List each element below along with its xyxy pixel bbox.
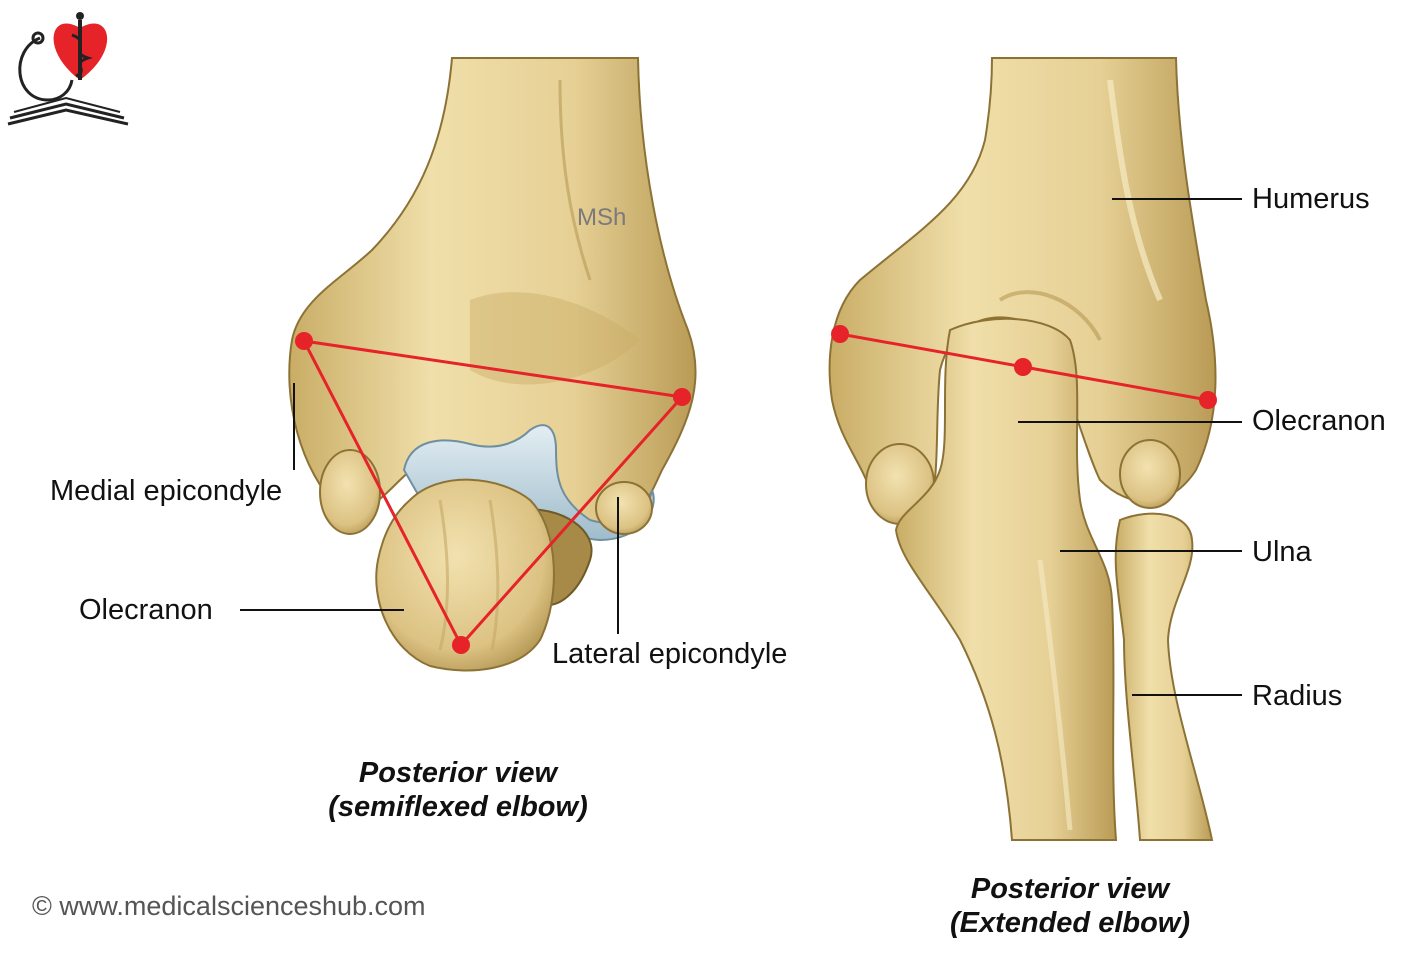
heart-caduceus-stethoscope-book-logo <box>7 12 129 126</box>
watermark-text: MSh <box>577 204 627 231</box>
left-olecranon-bone <box>375 478 555 672</box>
right-humerus-bone <box>828 57 1217 522</box>
right-elbow-illustration <box>828 57 1217 841</box>
right-caption: Posterior view (Extended elbow) <box>912 872 1228 940</box>
left-caption-line1: Posterior view <box>358 757 558 789</box>
right-ulna-bone <box>894 317 1118 841</box>
label-humerus: Humerus <box>1252 183 1370 215</box>
lateral-epicondyle-point <box>673 388 691 406</box>
right-caption-line1: Posterior view <box>970 873 1170 905</box>
left-leader-lines <box>240 383 619 634</box>
right-lateral-epicondyle-point <box>1199 391 1217 409</box>
olecranon-point <box>452 636 470 654</box>
left-landmark-triangle <box>295 332 691 654</box>
right-landmark-line <box>831 325 1217 409</box>
left-caption-line2: (semiflexed elbow) <box>328 791 588 823</box>
right-caption-line2: (Extended elbow) <box>949 907 1191 939</box>
copyright-text: © www.medicalscienceshub.com <box>32 891 426 921</box>
label-medial-epicondyle: Medial epicondyle <box>50 475 283 507</box>
right-leader-lines <box>1018 198 1242 696</box>
medial-epicondyle-point <box>295 332 313 350</box>
label-radius: Radius <box>1252 680 1343 712</box>
right-radius-bone <box>1114 512 1214 841</box>
label-ulna: Ulna <box>1252 536 1312 568</box>
label-lateral-epicondyle: Lateral epicondyle <box>552 638 788 670</box>
label-olecranon-right: Olecranon <box>1252 405 1386 437</box>
right-olecranon-point <box>1014 358 1032 376</box>
left-elbow-illustration <box>288 57 697 672</box>
label-olecranon-left: Olecranon <box>79 594 213 626</box>
left-caption: Posterior view (semiflexed elbow) <box>300 756 616 824</box>
right-medial-epicondyle-point <box>831 325 849 343</box>
